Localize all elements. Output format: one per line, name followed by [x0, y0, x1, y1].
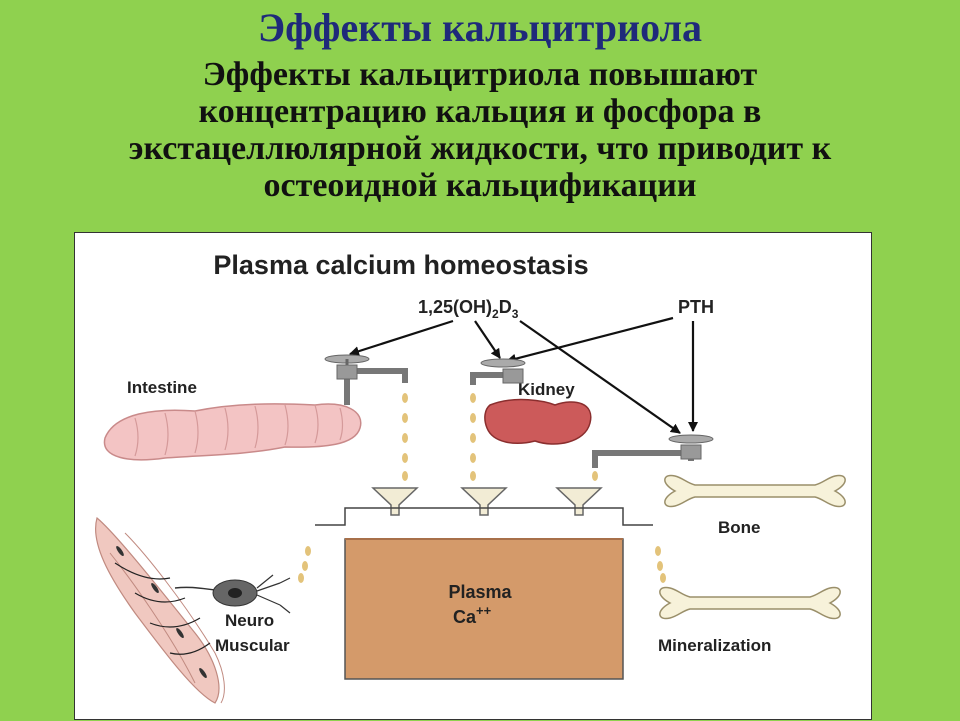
subtitle-line-2: концентрацию кальция и фосфора в	[198, 93, 762, 130]
diagram-title: Plasma calcium homeostasis	[213, 250, 588, 280]
plasma-ca-label: Ca++	[453, 603, 492, 627]
mineralization-label: Mineralization	[658, 636, 771, 655]
subtitle-line-1: Эффекты кальцитриола повышают	[202, 56, 758, 93]
neuron-icon	[174, 574, 291, 614]
slide-subtitle: Эффекты кальцитриола повышают концентрац…	[40, 56, 920, 204]
funnel-left	[371, 487, 419, 516]
calcium-drops	[298, 393, 666, 583]
hormone-arrows	[349, 316, 698, 434]
pth-label: PTH	[678, 297, 714, 317]
intestine-label: Intestine	[127, 378, 197, 397]
subtitle-line-3: экстацеллюлярной жидкости, что приводит …	[128, 130, 832, 167]
muscle-cells-icon	[95, 516, 225, 704]
plasma-label: Plasma	[448, 582, 512, 602]
subtitle-line-4: остеоидной кальцификации	[263, 167, 697, 204]
kidney-label: Kidney	[518, 380, 575, 399]
arrow-pth-kidney	[506, 316, 674, 364]
mineralization-bone-icon	[659, 586, 841, 620]
arrow-vitd-intestine	[349, 319, 454, 357]
neuro-label: Neuro	[225, 611, 274, 630]
bone-tap-icon	[592, 434, 714, 468]
kidney-icon	[484, 398, 592, 445]
arrow-vitd-bone	[519, 320, 681, 434]
tank-rim	[315, 507, 653, 526]
funnel-right	[555, 487, 603, 516]
slide-title: Эффекты кальцитриола	[258, 5, 702, 50]
funnels	[371, 487, 603, 516]
muscular-label: Muscular	[215, 636, 290, 655]
bone-icon	[664, 474, 846, 508]
plasma-tank	[344, 538, 624, 680]
intestine-tap-icon	[324, 354, 408, 405]
calcium-homeostasis-diagram: Plasma calcium homeostasis 1,25(OH)2D3 P…	[95, 250, 846, 704]
bone-label: Bone	[718, 518, 761, 537]
intestine-icon	[103, 403, 362, 461]
funnel-middle	[460, 487, 508, 516]
arrow-vitd-kidney	[474, 320, 501, 359]
kidney-tap-icon	[470, 358, 526, 385]
vitamin-d-label: 1,25(OH)2D3	[418, 297, 519, 321]
intestine-illustration	[103, 403, 362, 461]
diagram-panel: Plasma calcium homeostasis 1,25(OH)2D3 P…	[74, 232, 872, 720]
